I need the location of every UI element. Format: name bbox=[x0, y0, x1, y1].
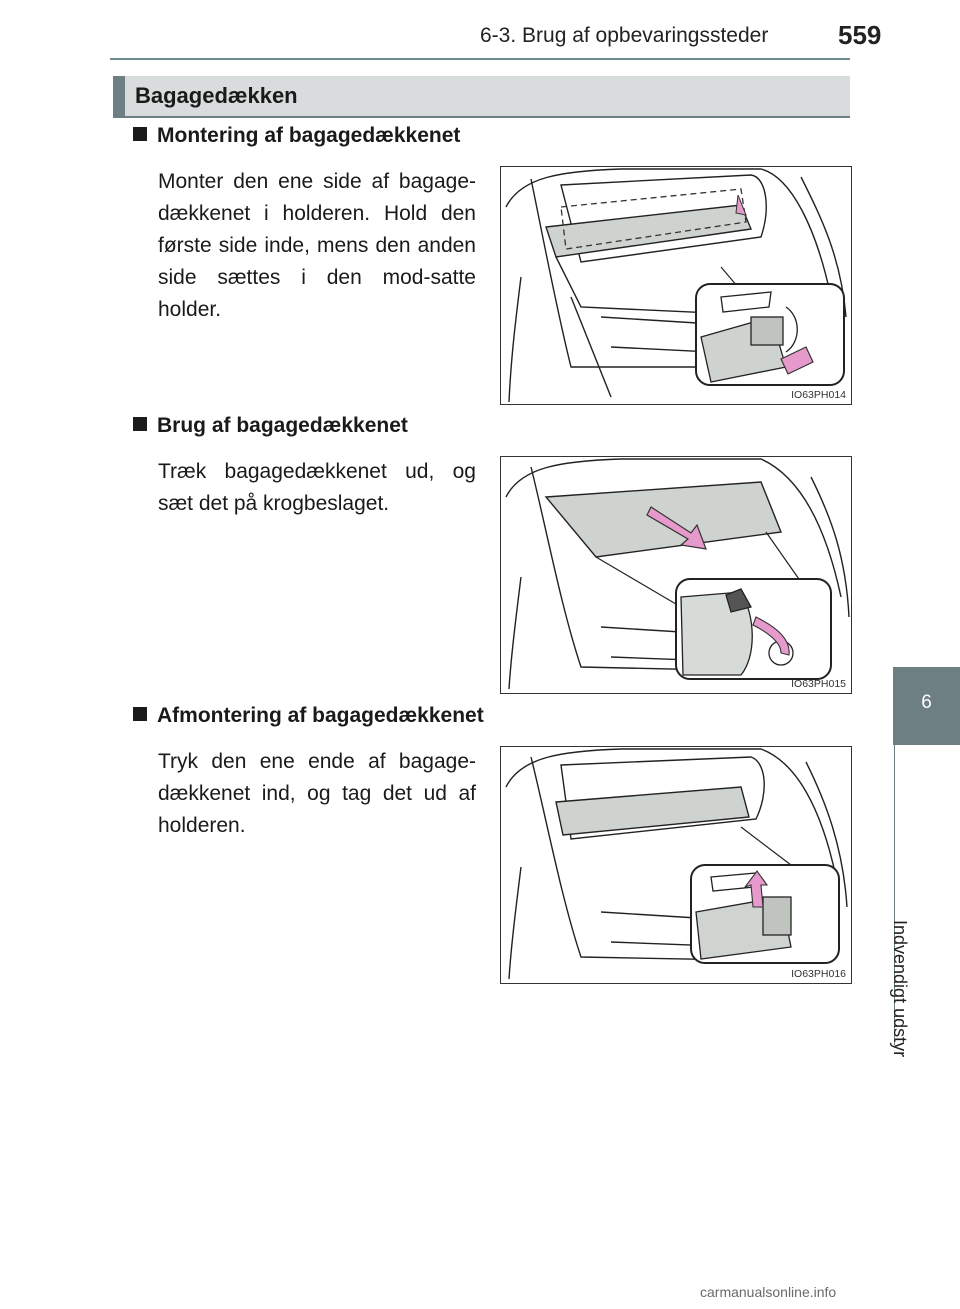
figure-removal: IO63PH016 bbox=[500, 746, 852, 984]
paragraph-installation: Monter den ene side af bagage-dækkenet i… bbox=[158, 170, 476, 321]
section-title: Bagagedækken bbox=[135, 83, 298, 108]
figure-code: IO63PH014 bbox=[791, 389, 846, 401]
figure-installation: IO63PH014 bbox=[500, 166, 852, 405]
subheading-removal: Afmontering af bagagedækkenet bbox=[133, 704, 484, 728]
subheading-usage: Brug af bagagedækkenet bbox=[133, 414, 408, 438]
page-number: 559 bbox=[838, 20, 882, 50]
square-bullet-icon bbox=[133, 127, 147, 141]
square-bullet-icon bbox=[133, 707, 147, 721]
cargo-cover-install-illustration bbox=[505, 168, 847, 403]
cargo-cover-remove-illustration bbox=[505, 748, 848, 980]
subheading-installation: Montering af bagagedækkenet bbox=[133, 124, 460, 148]
chapter-label: Indvendigt udstyr bbox=[890, 920, 910, 1058]
paragraph-removal: Tryk den ene ende af bagage-dækkenet ind… bbox=[158, 750, 476, 837]
running-header: 6-3. Brug af opbevaringssteder bbox=[480, 24, 769, 47]
figure-code: IO63PH015 bbox=[791, 678, 846, 690]
figure-usage: IO63PH015 bbox=[500, 456, 852, 694]
chapter-tab-rule bbox=[894, 745, 895, 1045]
figure-code: IO63PH016 bbox=[791, 968, 846, 980]
paragraph-usage: Træk bagagedækkenet ud, og sæt det på kr… bbox=[158, 460, 476, 515]
watermark: carmanualsonline.info bbox=[700, 1284, 837, 1300]
square-bullet-icon bbox=[133, 417, 147, 431]
chapter-number: 6 bbox=[921, 692, 932, 713]
header-rule bbox=[110, 58, 850, 60]
section-divider bbox=[113, 116, 850, 118]
cargo-cover-use-illustration bbox=[505, 458, 850, 690]
chapter-tab: 6 bbox=[893, 667, 960, 745]
section-title-bar: Bagagedækken bbox=[113, 76, 850, 116]
